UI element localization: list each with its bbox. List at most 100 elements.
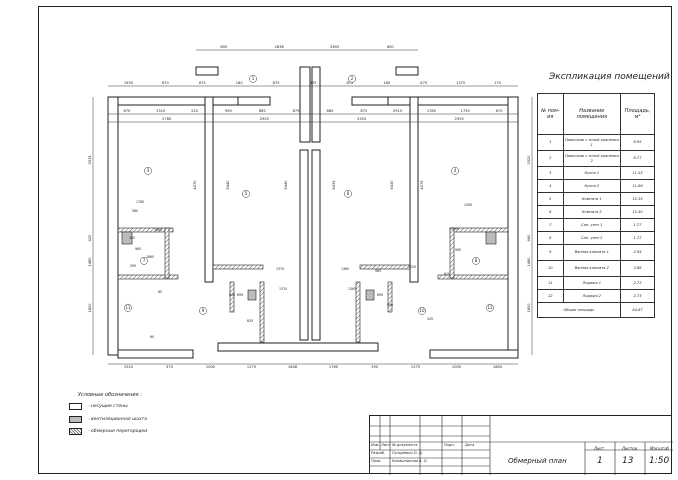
- dim-row2-label: 170: [494, 81, 502, 85]
- explication-cell-num: 5: [537, 192, 564, 206]
- drawing-frame: [38, 6, 672, 474]
- dim-row4-label: 2925: [357, 117, 366, 121]
- dim-left-label: 1800: [88, 303, 92, 313]
- legend-title: Условные обозначения :: [78, 392, 142, 398]
- explication-cell-area: 1.77: [620, 218, 655, 232]
- dim-top-label: 600: [387, 45, 395, 49]
- legend-item-partitions: - обмерные перегородки: [69, 428, 147, 435]
- inner-dim-label: 1760: [136, 200, 144, 204]
- explication-cell-num: 10: [537, 260, 564, 277]
- inner-dim-label: 295: [130, 264, 136, 268]
- explication-cell-num: 1: [537, 134, 564, 151]
- explication-cell-name: Сан. узел 2: [562, 231, 622, 245]
- explication-cell-name: Лоджия 2: [562, 289, 622, 303]
- explication-cell-name: Лоджия 1: [562, 276, 622, 290]
- room-number-label: 1: [252, 76, 255, 81]
- explication-title: Экспликация помещений: [549, 72, 670, 82]
- dim-row3-label: 1755: [461, 109, 470, 113]
- room-number-label: 4: [454, 168, 457, 173]
- room-marker: [348, 74, 356, 83]
- room-height-label: 5440: [226, 180, 230, 190]
- room-marker: [124, 303, 132, 312]
- dim-row2-label: 180: [236, 81, 244, 85]
- explication-cell-num: 4: [537, 179, 564, 193]
- inner-dim-label: 1100: [451, 227, 459, 231]
- dim-top-label: 2836: [275, 45, 285, 49]
- room-marker: [344, 189, 352, 198]
- dim-row2-label: 670: [162, 81, 170, 85]
- legend-label: - обмерные перегородки: [88, 429, 148, 434]
- inner-dim-label: 630: [229, 293, 235, 297]
- dimension-lines: [92, 49, 533, 365]
- explication-cell-name: Ванная комната 1: [562, 244, 622, 261]
- stamp-role-dev: Разраб.: [371, 451, 386, 455]
- dim-row3-label: 670: [123, 109, 131, 113]
- partitions: [117, 227, 509, 343]
- dim-row2-label: 875: [420, 81, 427, 85]
- stamp-hd-list: Лист: [381, 443, 391, 447]
- sheets-value: 13: [622, 456, 634, 466]
- explication-cell-area: 11.88: [620, 179, 655, 193]
- explication-cell-name: Кухня 1: [562, 166, 622, 180]
- explication-cell-area: 2.73: [620, 289, 655, 303]
- dim-row4-label: 2925: [455, 117, 464, 121]
- dim-row2-label: 875: [346, 81, 353, 85]
- dim-row2-label: 875: [310, 81, 317, 85]
- dim-row4-label: 2780: [162, 117, 172, 121]
- dim-bottom-label: 1000: [452, 365, 462, 369]
- explication-total-row: Общая площадь 84.67: [536, 302, 655, 318]
- inner-dim-label: 1220: [408, 265, 416, 269]
- load-bearing-walls: [107, 66, 519, 359]
- explication-cell-name: Комната 1: [562, 192, 622, 206]
- explication-cell-area: 2.94: [620, 244, 655, 261]
- room-marker: [140, 256, 148, 265]
- room-height-label: 5435: [332, 180, 336, 189]
- explication-cell-area: 11.55: [620, 166, 655, 180]
- room-marker: [199, 306, 207, 315]
- dim-row2-label: 1950: [124, 81, 134, 85]
- explication-cell-num: 12: [537, 289, 564, 303]
- explication-cell-num: 11: [537, 276, 564, 290]
- room-number-label: 9: [202, 308, 205, 313]
- inner-dim-label: 545: [427, 317, 433, 321]
- inner-dim-label: 565: [455, 248, 461, 252]
- room-marker: [472, 256, 480, 265]
- header-num: № пом-ия: [537, 93, 564, 135]
- dim-bottom-label: 1275: [411, 365, 420, 369]
- dim-row2-label: 180: [383, 81, 391, 85]
- inner-dim-label: 899: [377, 293, 383, 297]
- title-block-grid: [370, 416, 673, 475]
- room-marker: [418, 306, 426, 315]
- title-block: Изм. Лист № документа Подп. Дата Разраб.…: [369, 415, 673, 475]
- room-marker: [249, 74, 257, 83]
- inner-dim-label: 1665: [154, 228, 162, 232]
- stamp-role-check: Пров.: [371, 459, 382, 463]
- dim-row3-label: 2915: [393, 109, 402, 113]
- room-number-label: 11: [125, 305, 131, 310]
- dim-row3-label: 1510: [156, 109, 166, 113]
- dim-right-label: 1800: [527, 303, 531, 313]
- dim-row3-label: 990: [225, 109, 233, 113]
- inner-dim-label: 1365: [341, 267, 349, 271]
- room-marker: [451, 166, 459, 175]
- dim-right-label: 1480: [527, 257, 531, 267]
- room-number-label: 2: [351, 76, 354, 81]
- inner-dim-label: 1370: [276, 267, 284, 271]
- dim-bottom-label: 190: [371, 365, 379, 369]
- dim-left-label: 1480: [88, 257, 92, 267]
- room-height-label: 4275: [420, 180, 424, 189]
- explication-cell-area: 2.72: [620, 276, 655, 290]
- explication-cell-name: Кухня 2: [562, 179, 622, 193]
- inner-dim-label: 1865: [146, 255, 154, 259]
- inner-dim-label: 1365: [348, 287, 356, 291]
- explication-cell-area: 3.66: [620, 260, 655, 277]
- inner-dim-label: 965: [375, 269, 381, 273]
- inner-dim-label: 690: [387, 303, 393, 307]
